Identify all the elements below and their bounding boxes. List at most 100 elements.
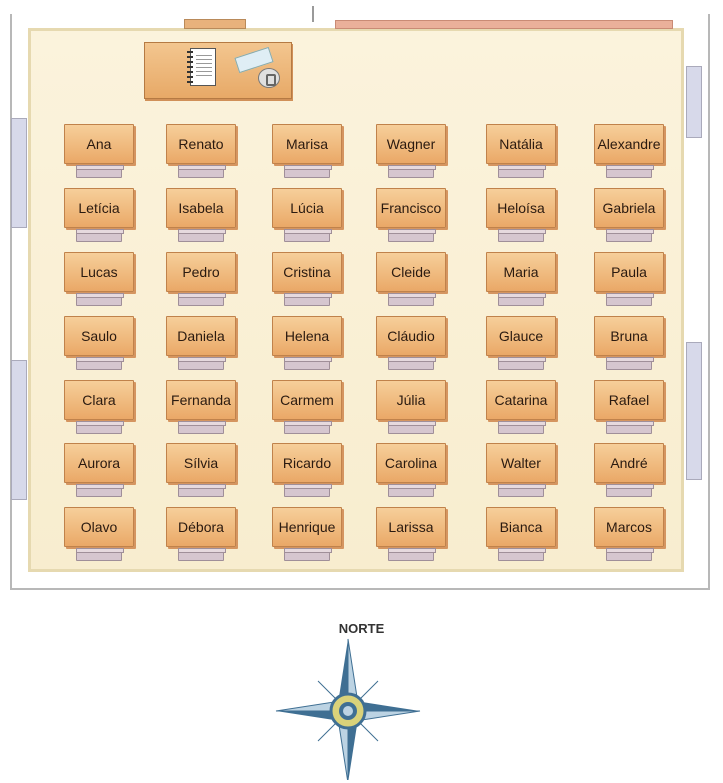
door [184,19,246,29]
desk-top: Heloísa [486,188,556,228]
desk-top: Saulo [64,316,134,356]
desk-top: Larissa [376,507,446,547]
notebook-icon [187,48,216,86]
desk-top: Cleide [376,252,446,292]
classroom-floor [28,28,684,572]
desk-top: Carolina [376,443,446,483]
student-desk: Renato [166,124,236,182]
desk-top: Maria [486,252,556,292]
desk-top: Lúcia [272,188,342,228]
student-desk: Sílvia [166,443,236,501]
desk-top: Carmem [272,380,342,420]
student-desk: Henrique [272,507,342,565]
chair [498,421,546,434]
student-desk: Lucas [64,252,134,310]
student-name: Daniela [177,328,225,344]
chair [388,229,436,242]
desk-top: Walter [486,443,556,483]
student-name: Walter [501,455,541,471]
desk-top: Natália [486,124,556,164]
student-name: Júlia [396,392,426,408]
student-desk: Olavo [64,507,134,565]
student-name: Paula [611,264,647,280]
chair [606,421,654,434]
student-name: Aurora [77,455,121,471]
chair [178,548,226,561]
desk-top: Helena [272,316,342,356]
student-desk: Daniela [166,316,236,374]
student-name: Marisa [285,136,328,152]
chair [284,293,332,306]
student-desk: Carolina [376,443,446,501]
desk-top: Letícia [64,188,134,228]
student-desk: Natália [486,124,556,182]
desk-top: Glauce [486,316,556,356]
chair [606,293,654,306]
desk-top: Sílvia [166,443,236,483]
compass-label: NORTE [338,621,385,636]
student-name: Ricardo [282,455,332,471]
chair [76,357,124,370]
desk-top: Débora [166,507,236,547]
desk-top: André [594,443,664,483]
student-name: André [610,455,648,471]
student-desk: Maria [486,252,556,310]
blackboard [335,20,673,29]
student-desk: Wagner [376,124,446,182]
chair [388,484,436,497]
chair [284,421,332,434]
desk-top: Gabriela [594,188,664,228]
student-desk: Cristina [272,252,342,310]
student-name: Henrique [278,519,336,535]
desk-top: Catarina [486,380,556,420]
window-left-1 [11,118,27,228]
student-name: Letícia [78,200,120,216]
chair [388,293,436,306]
student-name: Pedro [182,264,220,280]
desk-top: Marisa [272,124,342,164]
student-desk: Ana [64,124,134,182]
desk-top: Ana [64,124,134,164]
desk-top: Renato [166,124,236,164]
student-name: Alexandre [597,136,661,152]
window-left-2 [11,360,27,500]
student-name: Larissa [388,519,434,535]
student-desk: Ricardo [272,443,342,501]
chair [76,293,124,306]
student-desk: Heloísa [486,188,556,246]
chair [606,165,654,178]
desk-top: Bruna [594,316,664,356]
student-desk: Fernanda [166,380,236,438]
chair [498,293,546,306]
chair [178,421,226,434]
desk-top: Henrique [272,507,342,547]
student-name: Carolina [384,455,438,471]
student-name: Natália [499,136,543,152]
student-desk: Rafael [594,380,664,438]
chair [178,484,226,497]
student-desk: Júlia [376,380,446,438]
desk-top: Alexandre [594,124,664,164]
chair [388,357,436,370]
desk-top: Ricardo [272,443,342,483]
desk-top: Aurora [64,443,134,483]
window-right-1 [686,66,702,138]
student-name: Sílvia [183,455,219,471]
student-desk: Carmem [272,380,342,438]
chair [76,229,124,242]
student-desk: Marcos [594,507,664,565]
chair [498,484,546,497]
chair [606,357,654,370]
student-name: Maria [503,264,539,280]
chair [284,165,332,178]
student-desk: Marisa [272,124,342,182]
chair [388,548,436,561]
desk-top: Bianca [486,507,556,547]
desk-top: Wagner [376,124,446,164]
student-desk: Letícia [64,188,134,246]
chair [498,548,546,561]
door-hinge [312,6,314,22]
desk-top: Isabela [166,188,236,228]
desk-top: Francisco [376,188,446,228]
student-name: Bruna [610,328,648,344]
